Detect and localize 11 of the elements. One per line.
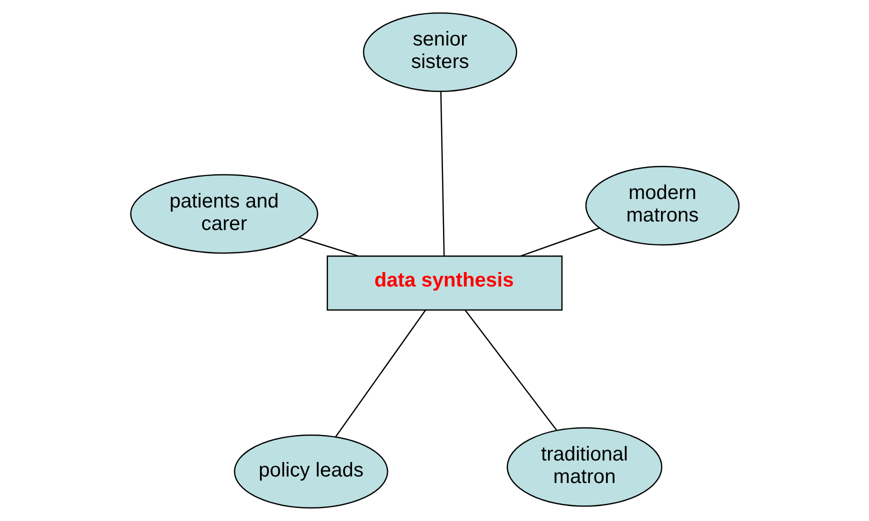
node-ellipse: policy leads: [233, 434, 388, 508]
node-ellipse: senior sisters: [362, 12, 517, 92]
connector: [520, 227, 600, 257]
connector: [334, 310, 426, 438]
node-ellipse: traditional matron: [506, 427, 662, 507]
node-ellipse: modern matrons: [584, 166, 740, 246]
node-ellipse: patients and carer: [130, 174, 318, 254]
node-box: data synthesis: [326, 255, 562, 311]
connector: [440, 91, 444, 256]
connector: [464, 310, 557, 431]
connector: [298, 236, 358, 257]
